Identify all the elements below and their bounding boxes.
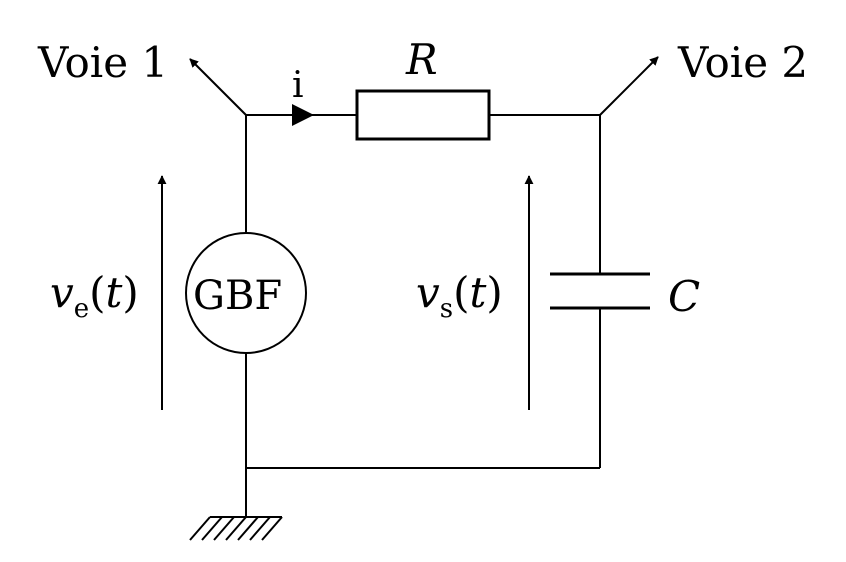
channel2-probe-arrow (599, 56, 659, 116)
channel1-probe-arrow (189, 58, 247, 116)
current-arrow (292, 104, 314, 126)
channel2-label: Voie 2 (678, 38, 809, 87)
generator-label: GBF (193, 273, 283, 319)
resistor-symbol (355, 89, 491, 141)
channel1-label: Voie 1 (38, 38, 169, 87)
ground-symbol (189, 516, 283, 541)
output-voltage-label: vs(t) (416, 268, 503, 324)
resistor-label: R (406, 35, 438, 84)
capacitor-label: C (668, 272, 701, 321)
current-label: i (292, 65, 304, 106)
input-voltage-label: ve(t) (50, 268, 139, 324)
